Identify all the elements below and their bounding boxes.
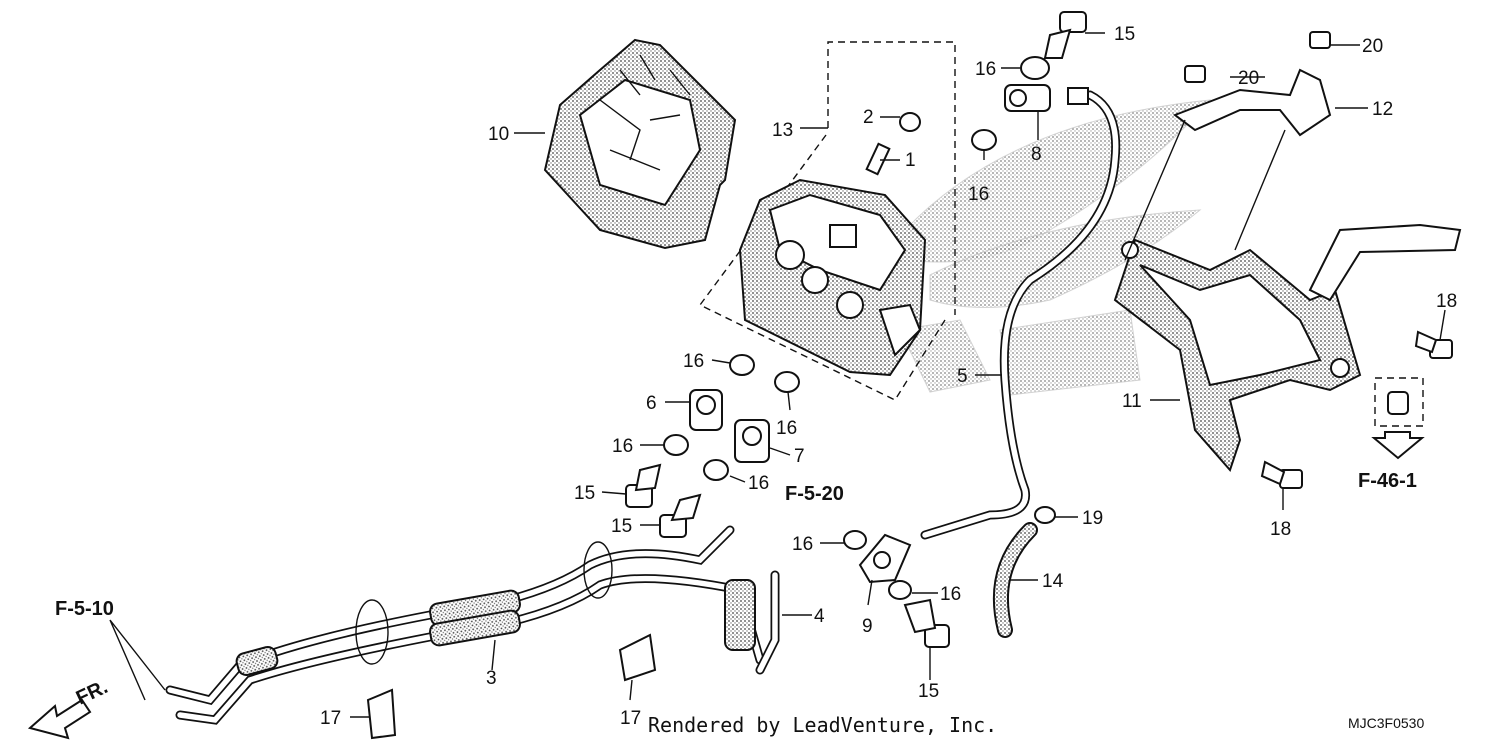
callout-6: 6 xyxy=(646,393,657,414)
callout-8: 8 xyxy=(1031,144,1042,165)
part-9-joint[interactable] xyxy=(858,533,912,584)
part-18-bolt-lower[interactable] xyxy=(1260,460,1303,489)
callout-18: 18 xyxy=(1436,291,1457,312)
part-16-washers-mid[interactable] xyxy=(663,354,912,600)
pipe-sleeves xyxy=(235,579,756,677)
part-7-joint[interactable] xyxy=(734,419,770,463)
callout-16: 16 xyxy=(748,473,769,494)
callout-15: 15 xyxy=(611,516,632,537)
callout-16: 16 xyxy=(975,59,996,80)
part-12-bracket[interactable] xyxy=(1124,68,1332,261)
callout-16: 16 xyxy=(968,184,989,205)
reference-labels: F-5-10 F-5-20 F-46-1 xyxy=(55,470,1417,620)
credit-text: Rendered by LeadVenture, Inc. xyxy=(648,713,997,737)
ref-f5-20: F-5-20 xyxy=(785,483,844,505)
callout-15: 15 xyxy=(1114,24,1135,45)
part-2-cap[interactable] xyxy=(899,112,921,132)
callout-11: 11 xyxy=(1122,391,1142,412)
callout-16: 16 xyxy=(683,351,704,372)
front-direction-arrow: FR. xyxy=(27,676,111,740)
part-15-bolt-top[interactable] xyxy=(1043,11,1087,59)
part-20-bolt-a[interactable] xyxy=(1309,31,1331,49)
callout-7: 7 xyxy=(794,446,805,467)
part-17-clamp-b[interactable] xyxy=(618,633,657,682)
callout-17: 17 xyxy=(320,708,341,729)
callout-16: 16 xyxy=(612,436,633,457)
part-18-bolt-right[interactable] xyxy=(1414,330,1453,359)
callout-20: 20 xyxy=(1362,36,1383,57)
honda-logo-watermark xyxy=(899,99,1212,396)
diagram-code: MJC3F0530 xyxy=(1348,715,1424,731)
callout-labels: 10 2 13 1 15 16 8 16 20 20 12 18 5 11 16… xyxy=(320,24,1457,729)
part-20-bolt-b[interactable] xyxy=(1184,65,1206,83)
ref-box-f46-1 xyxy=(1371,377,1425,460)
callout-4: 4 xyxy=(814,606,825,627)
callout-16: 16 xyxy=(940,584,961,605)
callout-9: 9 xyxy=(862,616,873,637)
part-13-dashed-group xyxy=(698,41,956,401)
callout-16: 16 xyxy=(792,534,813,555)
callout-15: 15 xyxy=(574,483,595,504)
callout-17: 17 xyxy=(620,708,641,729)
callout-16: 16 xyxy=(776,418,797,439)
part-10-cover[interactable] xyxy=(543,38,737,250)
callout-14: 14 xyxy=(1042,571,1064,592)
part-4-pipe[interactable] xyxy=(755,570,780,675)
part-6-joint[interactable] xyxy=(689,389,723,431)
pipe-ellipses xyxy=(355,541,613,665)
part-1-bleeder[interactable] xyxy=(865,142,891,176)
ref-f5-10: F-5-10 xyxy=(55,598,114,620)
callout-20: 20 xyxy=(1238,68,1259,89)
ref-f46-1: F-46-1 xyxy=(1358,470,1417,492)
callout-13: 13 xyxy=(772,120,793,141)
part-17-clamp-a[interactable] xyxy=(366,688,397,740)
callout-18: 18 xyxy=(1270,519,1291,540)
callout-15: 15 xyxy=(918,681,939,702)
callout-1: 1 xyxy=(905,150,916,171)
part-14-hose[interactable] xyxy=(992,506,1056,638)
callout-19: 19 xyxy=(1082,508,1103,529)
part-15-bolts-lower[interactable] xyxy=(625,463,950,648)
part-11-bracket[interactable] xyxy=(1113,223,1462,472)
callout-2: 2 xyxy=(863,107,874,128)
callout-12: 12 xyxy=(1372,99,1393,120)
part-8-joint[interactable] xyxy=(1004,84,1089,112)
part-16-washer-top[interactable] xyxy=(971,56,1050,151)
abs-modulator[interactable] xyxy=(738,178,927,377)
callout-10: 10 xyxy=(488,124,509,145)
leader-lines xyxy=(109,32,1446,718)
callout-3: 3 xyxy=(486,668,497,689)
callout-5: 5 xyxy=(957,366,968,387)
part-5-pipe[interactable] xyxy=(920,90,1121,540)
